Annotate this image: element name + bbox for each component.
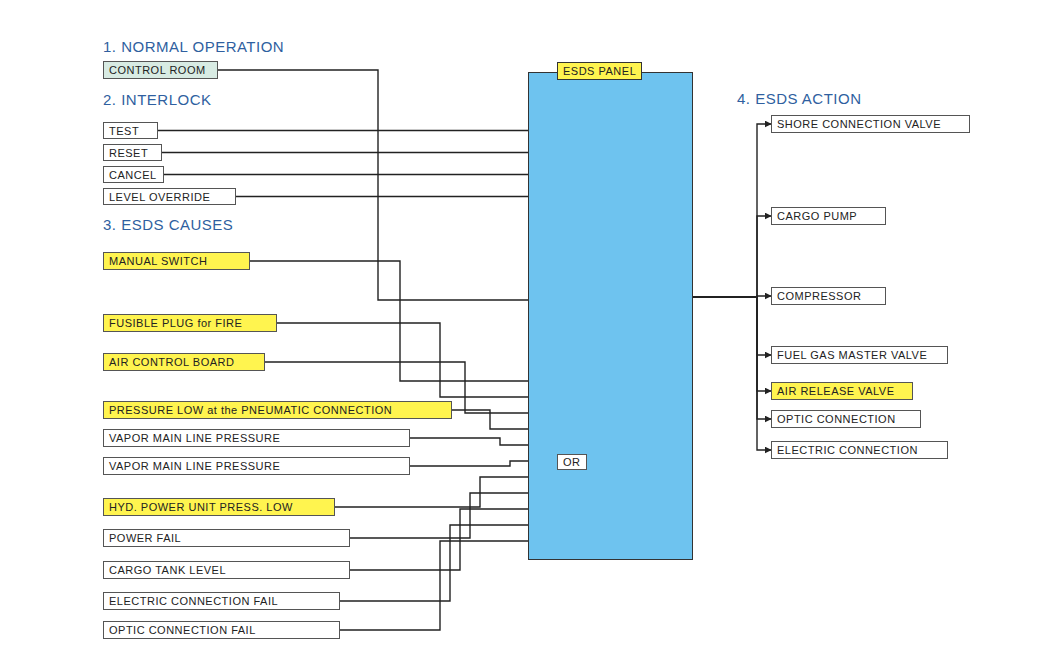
box-label: RESET xyxy=(109,147,148,159)
signal-box: CARGO TANK LEVEL xyxy=(103,561,350,579)
or-gate-box: OR xyxy=(557,454,587,470)
box-label: PRESSURE LOW at the PNEUMATIC CONNECTION xyxy=(109,404,392,416)
signal-box: MANUAL SWITCH xyxy=(103,252,250,270)
signal-box: CONTROL ROOM xyxy=(103,61,218,79)
section-heading: 2. INTERLOCK xyxy=(103,91,212,108)
box-label: ELECTRIC CONNECTION FAIL xyxy=(109,595,278,607)
box-label: OPTIC CONNECTION xyxy=(777,413,896,425)
signal-box: PRESSURE LOW at the PNEUMATIC CONNECTION xyxy=(103,401,452,419)
box-label: ELECTRIC CONNECTION xyxy=(777,444,918,456)
box-label: OPTIC CONNECTION FAIL xyxy=(109,624,256,636)
signal-box: OPTIC CONNECTION FAIL xyxy=(103,621,340,639)
signal-box: AIR CONTROL BOARD xyxy=(103,353,265,371)
esds-panel: ESDS PANELOR xyxy=(528,72,693,560)
panel-title: ESDS PANEL xyxy=(557,62,642,80)
signal-box: POWER FAIL xyxy=(103,529,350,547)
box-label: AIR RELEASE VALVE xyxy=(777,385,895,397)
box-label: CARGO PUMP xyxy=(777,210,857,222)
signal-box: SHORE CONNECTION VALVE xyxy=(771,115,970,133)
box-label: FUEL GAS MASTER VALVE xyxy=(777,349,927,361)
signal-box: VAPOR MAIN LINE PRESSURE xyxy=(103,457,410,475)
signal-wire xyxy=(685,297,771,355)
signal-wire xyxy=(350,462,557,570)
box-label: POWER FAIL xyxy=(109,532,181,544)
signal-wire xyxy=(685,297,771,391)
signal-wire xyxy=(685,216,771,297)
box-label: COMPRESSOR xyxy=(777,290,861,302)
signal-box: FUSIBLE PLUG for FIRE xyxy=(103,314,277,332)
signal-box: VAPOR MAIN LINE PRESSURE xyxy=(103,429,410,447)
signal-box: LEVEL OVERRIDE xyxy=(103,188,236,205)
section-heading: 3. ESDS CAUSES xyxy=(103,216,233,233)
signal-wire xyxy=(685,297,771,450)
signal-box: FUEL GAS MASTER VALVE xyxy=(771,346,948,364)
box-label: FUSIBLE PLUG for FIRE xyxy=(109,317,242,329)
signal-wire xyxy=(340,462,557,630)
section-heading: 4. ESDS ACTION xyxy=(737,90,862,107)
box-label: HYD. POWER UNIT PRESS. LOW xyxy=(109,501,293,513)
box-label: VAPOR MAIN LINE PRESSURE xyxy=(109,432,280,444)
box-label: AIR CONTROL BOARD xyxy=(109,356,234,368)
signal-wire xyxy=(218,70,560,300)
signal-box: ELECTRIC CONNECTION FAIL xyxy=(103,592,340,610)
signal-box: OPTIC CONNECTION xyxy=(771,410,921,428)
signal-box: COMPRESSOR xyxy=(771,287,886,305)
box-label: CONTROL ROOM xyxy=(109,64,206,76)
box-label: CARGO TANK LEVEL xyxy=(109,564,226,576)
box-label: CANCEL xyxy=(109,169,157,181)
signal-wire xyxy=(340,462,557,601)
signal-box: TEST xyxy=(103,122,158,139)
signal-box: ELECTRIC CONNECTION xyxy=(771,441,948,459)
box-label: MANUAL SWITCH xyxy=(109,255,207,267)
signal-box: CARGO PUMP xyxy=(771,207,886,225)
signal-wire xyxy=(685,297,771,419)
box-label: SHORE CONNECTION VALVE xyxy=(777,118,941,130)
signal-wire xyxy=(685,124,771,297)
section-heading: 1. NORMAL OPERATION xyxy=(103,38,284,55)
box-label: LEVEL OVERRIDE xyxy=(109,191,210,203)
signal-box: CANCEL xyxy=(103,166,164,183)
box-label: TEST xyxy=(109,125,139,137)
box-label: VAPOR MAIN LINE PRESSURE xyxy=(109,460,280,472)
signal-box: AIR RELEASE VALVE xyxy=(771,382,913,400)
box-label: OR xyxy=(563,456,581,468)
signal-box: RESET xyxy=(103,144,162,161)
signal-box: HYD. POWER UNIT PRESS. LOW xyxy=(103,498,335,516)
